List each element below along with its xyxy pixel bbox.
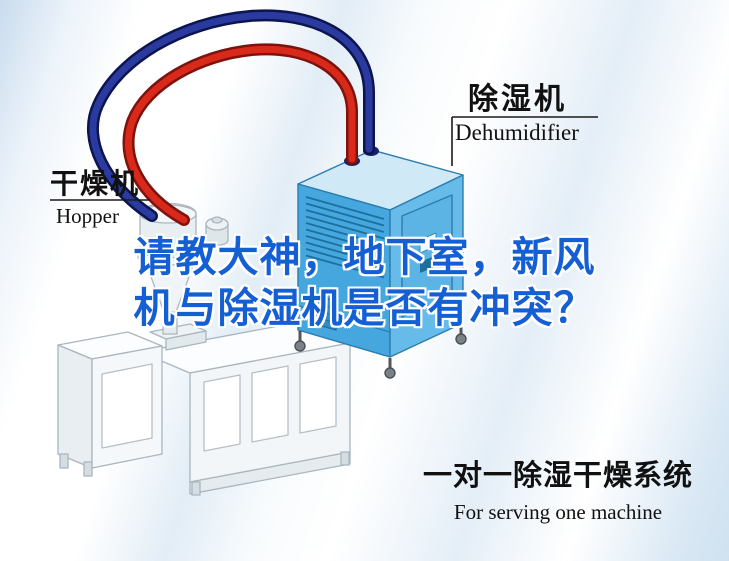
hopper-label-en: Hopper [56,204,119,228]
caption-en: For serving one machine [453,500,663,524]
red-hose [125,45,356,224]
caption-zh: 一对一除湿干燥系统 [422,460,693,492]
caption: 一对一除湿干燥系统 For serving one machine [423,452,693,525]
headline-line2: 机与除湿机是否有冲突？ [133,285,596,331]
hopper-label-zh: 干燥机 [50,168,141,199]
machine-panel [251,365,289,443]
dehumidifier-label-zh: 除湿机 [468,83,567,116]
casters [294,324,467,379]
machine-panel [203,374,241,452]
dehumidifier-illustration [294,146,467,379]
headline-line1: 请教大神，地下室，新风 [133,234,596,280]
hoses [86,9,375,226]
machine-panel [299,356,337,434]
label-connectors [50,116,598,201]
headline: 请教大神，地下室，新风 机与除湿机是否有冲突？ [0,232,729,334]
vent-slats [305,196,385,279]
extruder-illustration [57,202,351,496]
navy-hose [89,11,373,220]
side-door [401,194,453,318]
dehumidifier-label-en: Dehumidifier [455,120,579,145]
machine-panel [101,363,153,449]
